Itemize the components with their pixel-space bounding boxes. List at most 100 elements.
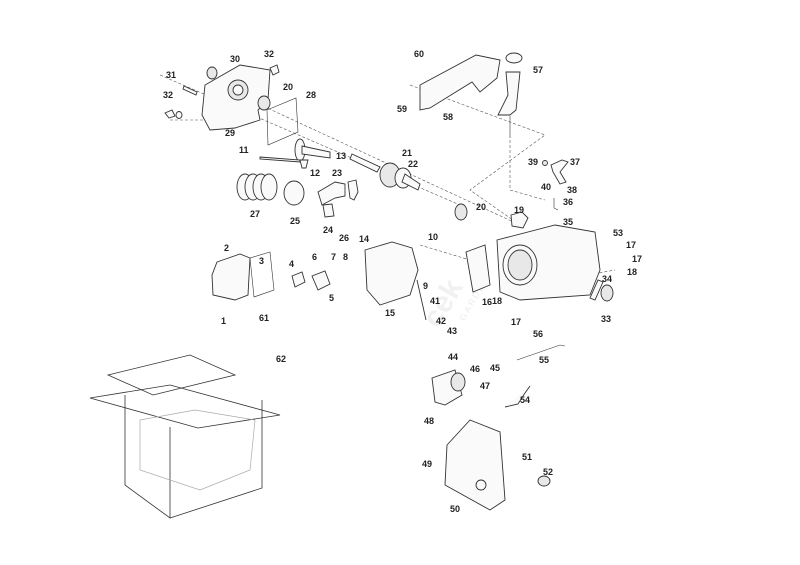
- cables-55-56: [516, 344, 566, 361]
- callout-50: 50: [450, 504, 460, 514]
- callout-19: 19: [514, 205, 524, 215]
- oil-filler-57: [497, 52, 523, 138]
- head-gasket-16: [465, 244, 491, 293]
- callout-10: 10: [428, 232, 438, 242]
- callout-18-left: 18: [492, 296, 502, 306]
- crankshaft-21: [349, 153, 421, 191]
- oil-seal-33: [600, 284, 614, 302]
- callout-24: 24: [323, 225, 333, 235]
- callout-6: 6: [312, 252, 317, 262]
- callout-45: 45: [490, 363, 500, 373]
- valve-cover-2: [211, 253, 251, 301]
- callout-53: 53: [613, 228, 623, 238]
- callout-54: 54: [520, 395, 530, 405]
- plug-32-top: [269, 64, 280, 76]
- oil-seal-30: [206, 66, 218, 80]
- callout-40: 40: [541, 182, 551, 192]
- callout-48: 48: [424, 416, 434, 426]
- valve-cover-gasket-3: [249, 251, 275, 298]
- tappet-12: [299, 159, 309, 169]
- camshaft-13: [294, 138, 331, 162]
- key-52: [537, 475, 551, 487]
- callout-17-extra: 17: [632, 254, 642, 264]
- gasket-28: [266, 97, 299, 146]
- callout-44: 44: [448, 352, 458, 362]
- packaging-box-62: [89, 354, 281, 519]
- callout-33: 33: [601, 314, 611, 324]
- callout-51: 51: [522, 452, 532, 462]
- callout-23: 23: [332, 168, 342, 178]
- callout-28: 28: [306, 90, 316, 100]
- rocker-arm-4: [291, 271, 306, 288]
- callout-20-middle: 20: [476, 202, 486, 212]
- oil-seal-20-upper: [257, 95, 271, 111]
- bolt-31: [182, 85, 198, 96]
- fuel-hose-54: [504, 385, 531, 408]
- callout-29: 29: [225, 128, 235, 138]
- callout-2: 2: [224, 243, 229, 253]
- callout-35: 35: [563, 217, 573, 227]
- engine-in-box: [139, 409, 256, 491]
- pushrod-41: [416, 279, 427, 321]
- callout-15: 15: [385, 308, 395, 318]
- callout-3: 3: [259, 256, 264, 266]
- callout-32-left: 32: [163, 90, 173, 100]
- callout-16: 16: [482, 297, 492, 307]
- callout-9: 9: [423, 281, 428, 291]
- governor-parts: [542, 159, 569, 211]
- rocker-bracket-5: [311, 270, 331, 291]
- callout-25: 25: [290, 216, 300, 226]
- callout-43: 43: [447, 326, 457, 336]
- callout-38: 38: [567, 185, 577, 195]
- callout-58: 58: [443, 112, 453, 122]
- callout-36: 36: [563, 197, 573, 207]
- callout-18-right: 18: [627, 267, 637, 277]
- callout-41: 41: [430, 296, 440, 306]
- callout-34: 34: [602, 274, 612, 284]
- callout-57: 57: [533, 65, 543, 75]
- oil-seal-20-middle: [454, 203, 468, 221]
- lever-34: [589, 279, 604, 301]
- callout-46: 46: [470, 364, 480, 374]
- callout-7: 7: [331, 252, 336, 262]
- callout-12: 12: [310, 168, 320, 178]
- callout-37: 37: [570, 157, 580, 167]
- carburetor-45: [431, 369, 466, 406]
- callout-27: 27: [250, 209, 260, 219]
- callout-47: 47: [480, 381, 490, 391]
- callout-17-left: 17: [511, 317, 521, 327]
- callout-1: 1: [221, 316, 226, 326]
- tank-bracket-58: [419, 54, 501, 111]
- callout-4: 4: [289, 259, 294, 269]
- callout-61: 61: [259, 313, 269, 323]
- callout-39: 39: [528, 157, 538, 167]
- callout-62: 62: [276, 354, 286, 364]
- callout-30: 30: [230, 54, 240, 64]
- callout-31: 31: [166, 70, 176, 80]
- plug-32-left: [164, 109, 183, 119]
- callout-21: 21: [402, 148, 412, 158]
- callout-49: 49: [422, 459, 432, 469]
- callout-42: 42: [436, 316, 446, 326]
- rod-11: [259, 156, 301, 163]
- callout-60: 60: [414, 49, 424, 59]
- crankcase-cover: [201, 64, 271, 131]
- piston-pin-24: [322, 203, 335, 218]
- piston-rings-27: [236, 173, 278, 201]
- callout-32-top: 32: [264, 49, 274, 59]
- callout-55: 55: [539, 355, 549, 365]
- callout-26: 26: [339, 233, 349, 243]
- control-panel-49: [444, 419, 506, 511]
- callout-13: 13: [336, 151, 346, 161]
- callout-20-upper: 20: [283, 82, 293, 92]
- connecting-rod-23: [317, 179, 359, 206]
- callout-52: 52: [543, 467, 553, 477]
- callout-14: 14: [359, 234, 369, 244]
- callout-11: 11: [239, 145, 249, 155]
- callout-22: 22: [408, 159, 418, 169]
- callout-59: 59: [397, 104, 407, 114]
- callout-8: 8: [343, 252, 348, 262]
- callout-56: 56: [533, 329, 543, 339]
- cylinder-head-15: [364, 241, 419, 306]
